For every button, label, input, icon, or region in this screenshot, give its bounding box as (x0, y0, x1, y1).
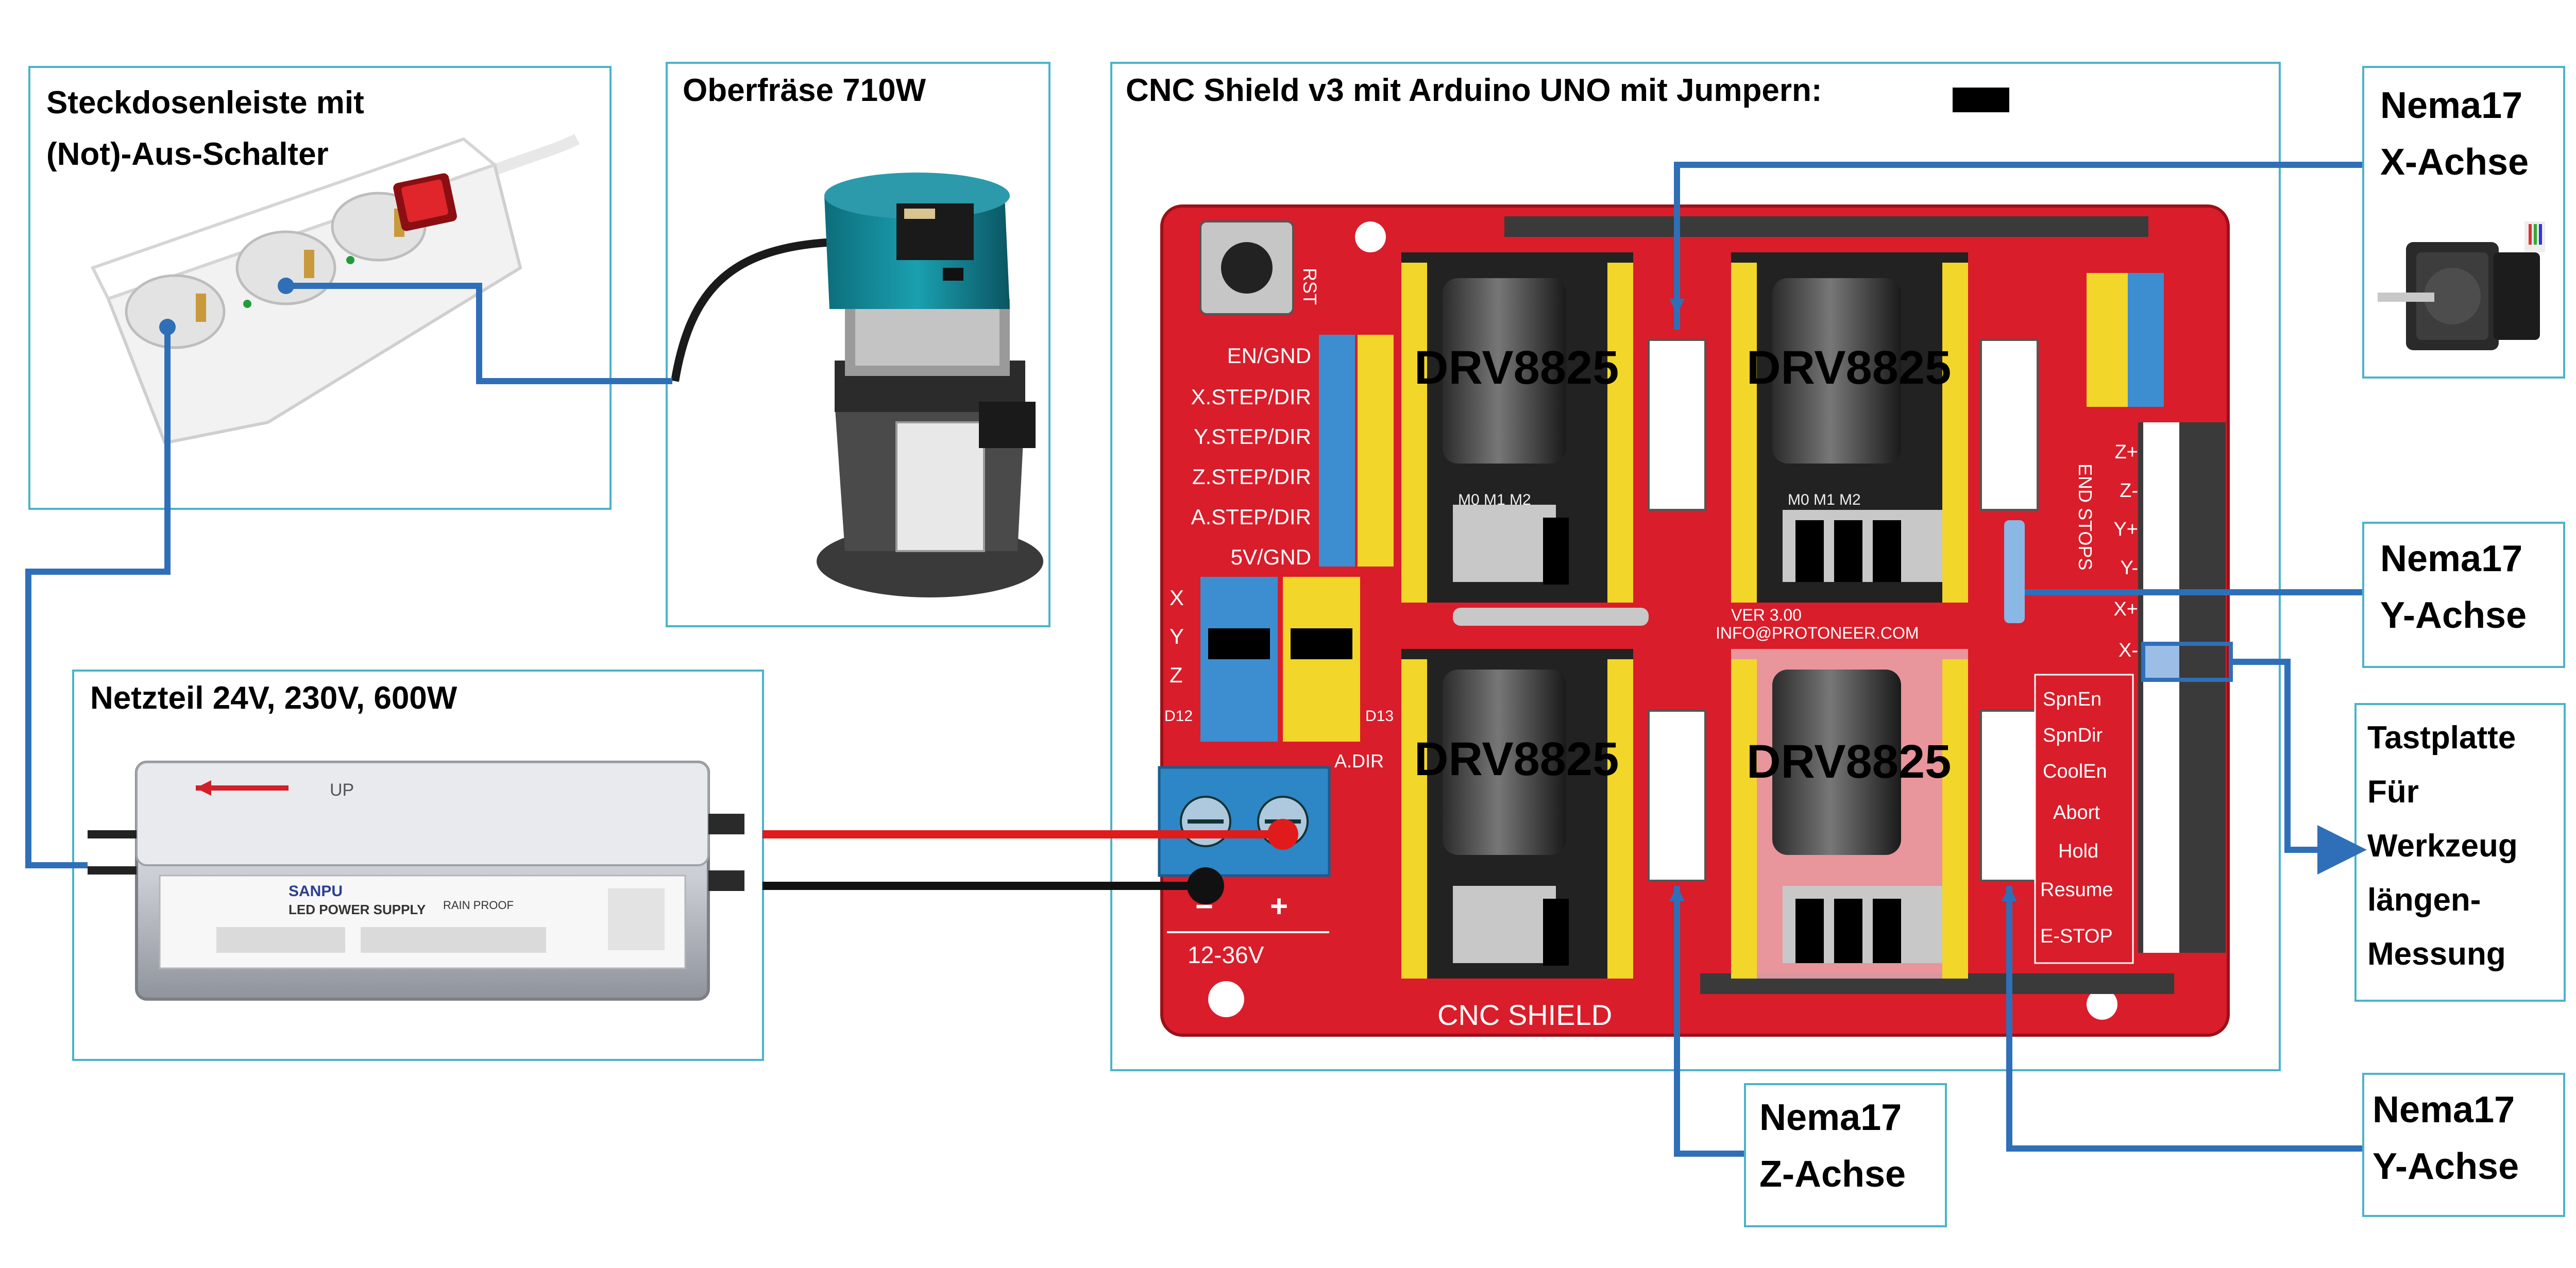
axis-letter-z: Z (1170, 663, 1183, 687)
endstop-label-0: Z+ (2115, 441, 2138, 463)
site-label: INFO@PROTONEER.COM (1716, 624, 1919, 642)
psu-image: UP SANPU LED POWER SUPPLY RAIN PROOF (88, 761, 744, 1001)
right-label-4: Hold (2058, 841, 2098, 862)
nema-y-top-panel (2362, 522, 2565, 668)
endstop-label-5: X- (2119, 640, 2138, 661)
jumper-legend-swatch (1953, 88, 2009, 112)
endstop-label-2: Y+ (2113, 519, 2138, 540)
probe-line5: Messung (2367, 936, 2506, 972)
pin-label-5: 5V/GND (1231, 545, 1311, 569)
version-label: VER 3.00 (1731, 606, 1802, 624)
pin-label-4: A.STEP/DIR (1191, 505, 1311, 529)
rst-label: RST (1299, 268, 1320, 305)
probe-line2: Für (2367, 774, 2419, 810)
adir-label: A.DIR (1334, 750, 1384, 772)
nema-y-bottom-label: Nema17 Y-Achse (2372, 1082, 2519, 1195)
axis-letter-d12: D12 (1164, 708, 1193, 725)
power-strip-image (90, 134, 580, 445)
pin-label-3: Z.STEP/DIR (1192, 465, 1311, 489)
shield-label: CNC SHIELD (1437, 999, 1612, 1031)
psu-rain: RAIN PROOF (443, 899, 514, 912)
nema-y-top-line2: Y-Achse (2380, 595, 2527, 636)
pin-label-1: X.STEP/DIR (1191, 385, 1311, 409)
right-label-3: Abort (2053, 802, 2100, 824)
nema-z-label: Nema17 Z-Achse (1759, 1089, 1906, 1203)
nema-y-bottom-line1: Nema17 (2372, 1089, 2515, 1130)
axis-letter-y: Y (1170, 624, 1184, 648)
driver-label-3: DRV8825 (1414, 733, 1619, 785)
right-label-1: SpnDir (2043, 725, 2103, 746)
stepper-motor-image (2378, 221, 2545, 350)
terminal-plus: + (1270, 889, 1288, 923)
mode-pins-2: M0 M1 M2 (1788, 491, 1861, 508)
driver-label-1: DRV8825 (1414, 341, 1619, 394)
nema-y-bottom-line2: Y-Achse (2372, 1146, 2519, 1187)
driver-label-4: DRV8825 (1747, 735, 1951, 788)
nema-x-line2: X-Achse (2380, 142, 2529, 183)
nema-z-line1: Nema17 (1759, 1097, 1902, 1138)
voltage-label: 12-36V (1188, 941, 1264, 968)
driver-module-3 (1401, 649, 1633, 979)
driver-module-4 (1731, 649, 1968, 979)
endstop-label-3: Y- (2120, 557, 2138, 579)
pin-label-0: EN/GND (1227, 344, 1311, 368)
driver-module-2 (1731, 252, 1968, 603)
nema-z-line2: Z-Achse (1759, 1154, 1906, 1195)
endstop-label-4: X+ (2113, 598, 2138, 620)
power-strip-title: Steckdosenleiste mit (Not)-Aus-Schalter (46, 85, 364, 172)
pin-label-2: Y.STEP/DIR (1194, 424, 1311, 449)
psu-up-label: UP (330, 780, 354, 800)
right-label-5: Resume (2040, 879, 2113, 901)
right-label-6: E-STOP (2040, 926, 2113, 947)
right-label-2: CoolEn (2043, 761, 2107, 782)
cnc-title: CNC Shield v3 mit Arduino UNO mit Jumper… (1126, 73, 1822, 108)
nema-y-bottom-panel (2362, 1073, 2565, 1217)
router-image (671, 173, 1043, 597)
probe-line4: längen- (2367, 882, 2481, 918)
right-label-0: SpnEn (2043, 689, 2102, 710)
endstop-title: END STOPS (2075, 464, 2096, 570)
probe-line3: Werkzeug (2367, 828, 2518, 864)
wires (25, 162, 2367, 1157)
cnc-shield-board: RST (1158, 204, 2230, 1037)
psu-product: LED POWER SUPPLY (289, 902, 426, 917)
nema-x-line1: Nema17 (2380, 85, 2523, 126)
router-title: Oberfräse 710W (683, 73, 926, 108)
driver-module-1 (1401, 252, 1633, 603)
psu-brand: SANPU (289, 883, 343, 900)
probe-label: Tastplatte Für Werkzeug längen- Messung (2367, 711, 2518, 981)
d13-label: D13 (1365, 708, 1394, 725)
nema-z-panel (1744, 1083, 1947, 1227)
nema-y-top-line1: Nema17 (2380, 538, 2523, 579)
mode-pins-1: M0 M1 M2 (1458, 491, 1531, 508)
nema-y-top-label: Nema17 Y-Achse (2380, 530, 2527, 644)
axis-letter-x: X (1170, 586, 1184, 610)
driver-label-2: DRV8825 (1747, 341, 1951, 394)
nema-x-label: Nema17 X-Achse (2380, 77, 2529, 191)
probe-line1: Tastplatte (2367, 720, 2516, 756)
endstop-label-1: Z- (2120, 480, 2138, 502)
psu-title: Netzteil 24V, 230V, 600W (90, 680, 457, 716)
